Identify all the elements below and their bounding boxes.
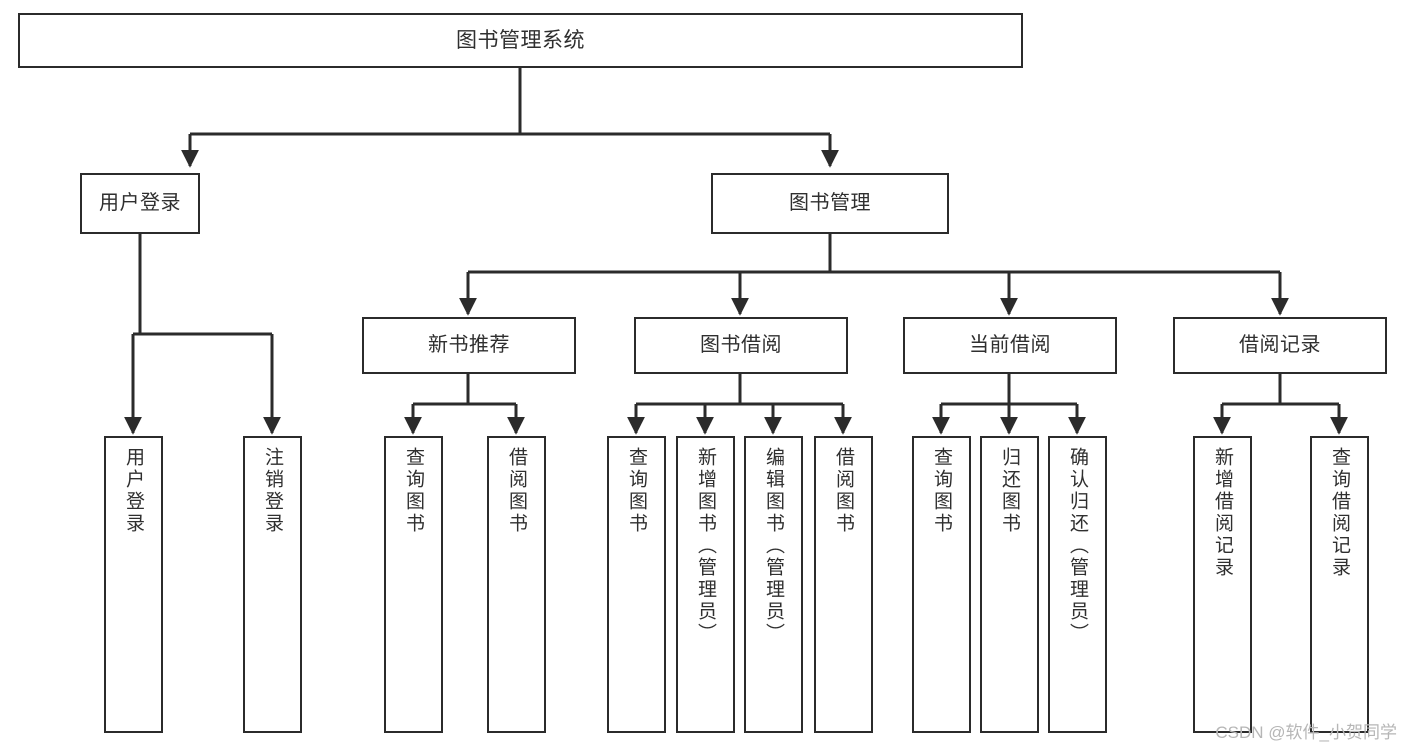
node-borrow-records-label: 借阅记录 bbox=[1239, 334, 1321, 357]
leaf-query-borrow-record[interactable]: 查询借阅记录 bbox=[1310, 436, 1369, 733]
leaf-query-book-current-label: 查询图书 bbox=[931, 447, 952, 535]
node-new-book-recommend[interactable]: 新书推荐 bbox=[362, 317, 576, 374]
node-book-management[interactable]: 图书管理 bbox=[711, 173, 949, 234]
leaf-borrow-book-recommend[interactable]: 借阅图书 bbox=[487, 436, 546, 733]
leaf-edit-book-admin[interactable]: 编辑图书（管理员） bbox=[744, 436, 803, 733]
leaf-user-login-label: 用户登录 bbox=[123, 447, 144, 535]
leaf-add-borrow-record[interactable]: 新增借阅记录 bbox=[1193, 436, 1252, 733]
leaf-query-book-recommend[interactable]: 查询图书 bbox=[384, 436, 443, 733]
node-new-book-recommend-label: 新书推荐 bbox=[428, 334, 510, 357]
leaf-query-book-recommend-label: 查询图书 bbox=[403, 447, 424, 535]
leaf-query-book-borrow-label: 查询图书 bbox=[626, 447, 647, 535]
leaf-add-book-admin[interactable]: 新增图书（管理员） bbox=[676, 436, 735, 733]
leaf-query-book-current[interactable]: 查询图书 bbox=[912, 436, 971, 733]
leaf-query-borrow-record-label: 查询借阅记录 bbox=[1329, 447, 1350, 579]
leaf-query-book-borrow[interactable]: 查询图书 bbox=[607, 436, 666, 733]
node-user-login-label: 用户登录 bbox=[99, 192, 181, 215]
leaf-add-book-admin-label: 新增图书（管理员） bbox=[695, 447, 716, 645]
leaf-borrow-book-recommend-label: 借阅图书 bbox=[506, 447, 527, 535]
node-borrow-records[interactable]: 借阅记录 bbox=[1173, 317, 1387, 374]
node-book-borrow[interactable]: 图书借阅 bbox=[634, 317, 848, 374]
node-root-system-label: 图书管理系统 bbox=[456, 28, 585, 52]
node-user-login[interactable]: 用户登录 bbox=[80, 173, 200, 234]
leaf-borrow-book[interactable]: 借阅图书 bbox=[814, 436, 873, 733]
leaf-confirm-return-admin[interactable]: 确认归还（管理员） bbox=[1048, 436, 1107, 733]
leaf-borrow-book-label: 借阅图书 bbox=[833, 447, 854, 535]
leaf-return-book[interactable]: 归还图书 bbox=[980, 436, 1039, 733]
leaf-confirm-return-admin-label: 确认归还（管理员） bbox=[1067, 447, 1088, 645]
leaf-edit-book-admin-label: 编辑图书（管理员） bbox=[763, 447, 784, 645]
leaf-add-borrow-record-label: 新增借阅记录 bbox=[1212, 447, 1233, 579]
leaf-logout[interactable]: 注销登录 bbox=[243, 436, 302, 733]
leaf-user-login[interactable]: 用户登录 bbox=[104, 436, 163, 733]
leaf-return-book-label: 归还图书 bbox=[999, 447, 1020, 535]
leaf-logout-label: 注销登录 bbox=[262, 447, 283, 535]
node-current-borrow[interactable]: 当前借阅 bbox=[903, 317, 1117, 374]
node-book-management-label: 图书管理 bbox=[789, 192, 871, 215]
node-current-borrow-label: 当前借阅 bbox=[969, 334, 1051, 357]
node-root-system[interactable]: 图书管理系统 bbox=[18, 13, 1023, 68]
watermark-text: CSDN @软件_小贺同学 bbox=[1215, 723, 1397, 742]
node-book-borrow-label: 图书借阅 bbox=[700, 334, 782, 357]
